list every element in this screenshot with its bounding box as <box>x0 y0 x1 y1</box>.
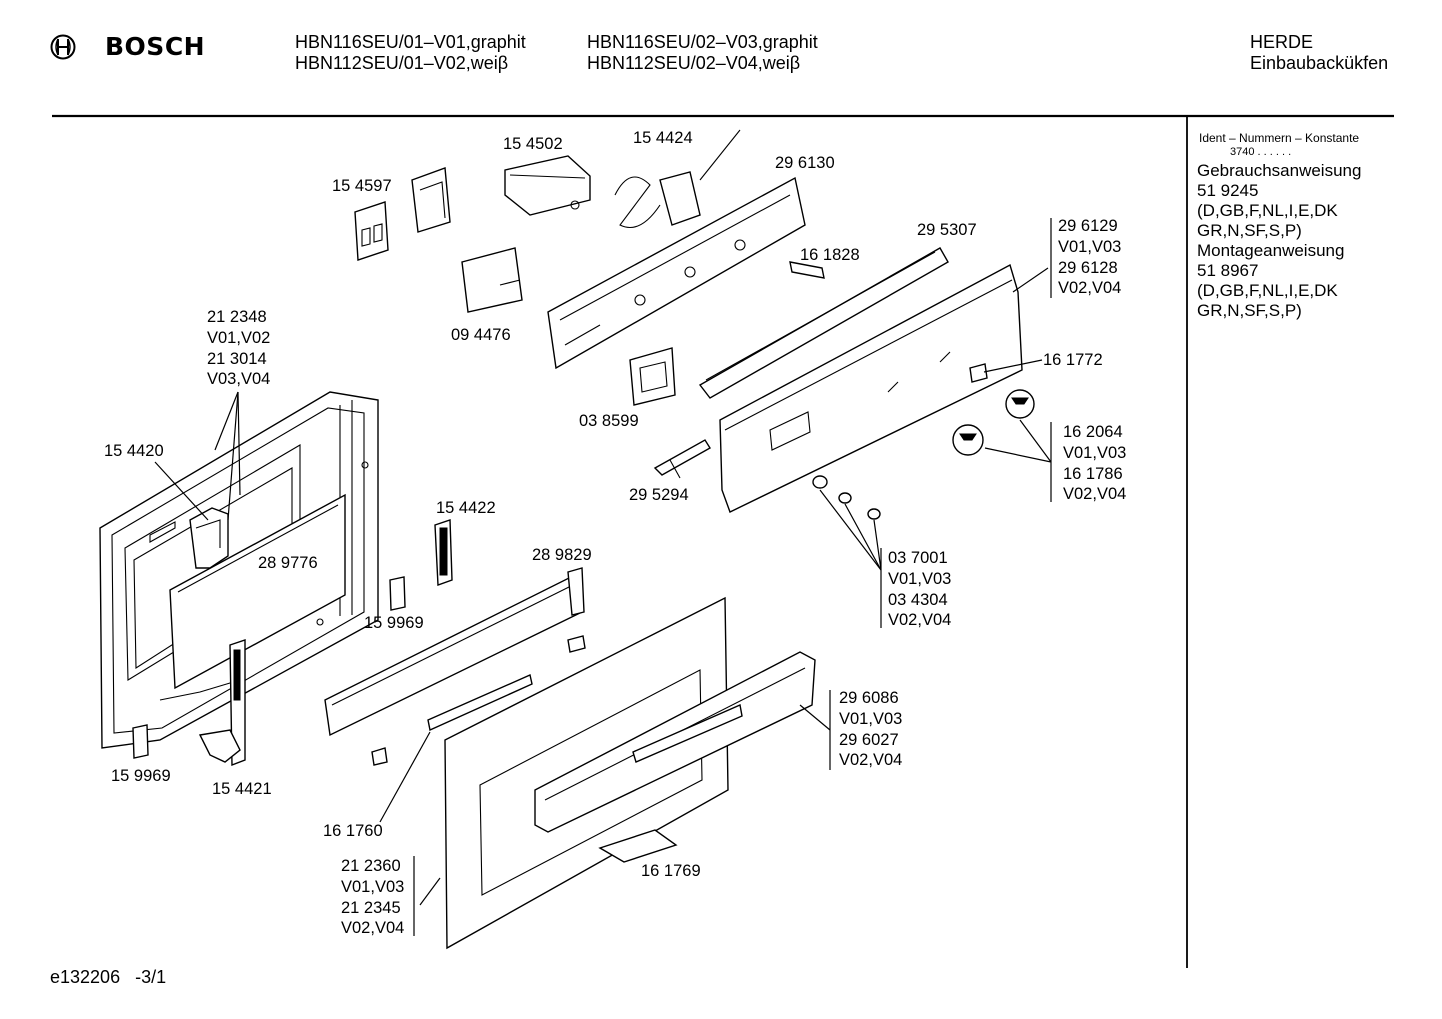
hinge-cover-part <box>189 507 229 569</box>
part-label: 15 4420 <box>104 442 164 460</box>
door-handle <box>534 651 816 833</box>
control-panel-fascia <box>719 263 1023 513</box>
part-label: 16 1828 <box>800 246 860 264</box>
part-label: 29 5307 <box>917 221 977 239</box>
thermostat-with-capillary <box>614 129 741 229</box>
part-label: 15 4424 <box>633 129 693 147</box>
model-line: HBN116SEU/01–V01,graphit <box>295 32 526 52</box>
model-line: HBN112SEU/01–V02,weiβ <box>295 53 509 73</box>
part-label: 15 4597 <box>332 177 392 195</box>
brand-name: BOSCH <box>105 32 206 61</box>
control-panel-frame <box>547 176 806 370</box>
small-block-part <box>389 576 406 611</box>
part-label: 15 9969 <box>111 767 171 785</box>
diagram-code: e132206 -3/1 <box>50 967 167 987</box>
control-knob <box>952 424 984 456</box>
model-line: HBN116SEU/02–V03,graphit <box>587 32 818 52</box>
part-label: 03 8599 <box>579 412 639 430</box>
part-label: 16 1769 <box>641 862 701 880</box>
control-knob <box>1005 389 1035 419</box>
timer-module <box>461 247 523 313</box>
knob-spring-parts <box>812 475 881 520</box>
small-switch-part <box>969 363 988 383</box>
group-brackets <box>413 218 1052 936</box>
part-label: 29 6130 <box>775 154 835 172</box>
bracket-strip <box>653 439 711 479</box>
part-label: 28 9829 <box>532 546 592 564</box>
part-label: 15 9969 <box>364 614 424 632</box>
part-label: 15 4422 <box>436 499 496 517</box>
bosch-logo-icon <box>50 34 76 65</box>
part-label: 15 4502 <box>503 135 563 153</box>
spring-hinge <box>434 519 453 586</box>
ident-title: Ident – Nummern – Konstante <box>1199 131 1360 145</box>
small-block-part <box>132 724 149 759</box>
spacer-strip <box>371 635 586 766</box>
clock-display-module <box>629 347 676 406</box>
part-label: 15 4421 <box>212 780 272 798</box>
switch-bracket-part <box>411 167 451 233</box>
category-subtitle: Einbaubackükfen <box>1250 53 1389 73</box>
switch-bracket-part <box>354 201 389 261</box>
part-label: 16 1760 <box>323 822 383 840</box>
part-label: 09 4476 <box>451 326 511 344</box>
part-label: 28 9776 <box>258 554 318 572</box>
inner-glass-panel <box>169 493 346 690</box>
part-label: 16 1772 <box>1043 351 1103 369</box>
handle-clip <box>598 829 678 863</box>
selector-switch <box>504 155 591 216</box>
leader-lines <box>154 267 1052 906</box>
clip-part <box>789 261 825 279</box>
sidebar-info-lines: Gebrauchsanweisung 51 9245 (D,GB,F,NL,I,… <box>1197 161 1362 320</box>
control-panel-strip <box>698 247 949 399</box>
door-trim-strip <box>324 567 585 737</box>
ident-value: 3740 . . . . . . <box>1230 146 1292 158</box>
part-label: 29 5294 <box>629 486 689 504</box>
category-title: HERDE <box>1250 32 1314 52</box>
model-line: HBN112SEU/02–V04,weiβ <box>587 53 801 73</box>
door-hinge <box>198 639 246 767</box>
